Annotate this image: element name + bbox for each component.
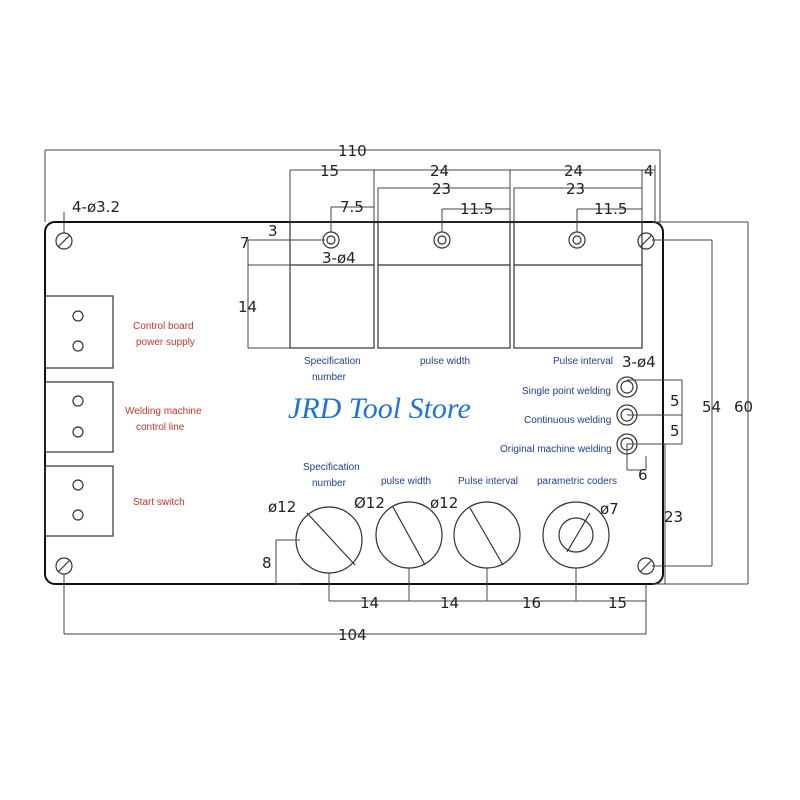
dim-11-5a: 11.5	[460, 200, 493, 218]
dim-24b: 24	[564, 162, 583, 180]
dim-knob1-dia: ø12	[268, 498, 296, 516]
terminal-label-power-2: power supply	[136, 337, 195, 348]
dim-23b: 23	[566, 180, 585, 198]
knob-label-spec-1: Specification	[303, 462, 360, 473]
dim-11-5b: 11.5	[594, 200, 627, 218]
display-label-spec-1: Specification	[304, 356, 361, 367]
dim-7-5: 7.5	[340, 198, 364, 216]
led-single-point	[616, 376, 638, 398]
terminal-label-control-1: Welding machine	[125, 406, 202, 417]
dim-54: 54	[702, 398, 721, 416]
dim-24a: 24	[430, 162, 449, 180]
dim-5a: 5	[670, 392, 680, 410]
dim-8: 8	[262, 554, 272, 572]
dim-4: 4	[644, 162, 654, 180]
dim-b16: 16	[522, 594, 541, 612]
led-label-original: Original machine welding	[500, 444, 612, 455]
display-label-spec-2: number	[312, 372, 347, 383]
dim-holes-right: 3-ø4	[622, 353, 656, 371]
dim-knob2-dia: Ø12	[354, 494, 385, 512]
terminal-block-start	[44, 465, 114, 537]
dim-mount-holes: 4-ø3.2	[72, 198, 120, 216]
display-labels: Specification number pulse width Pulse i…	[304, 356, 613, 383]
dim-knob4-dia: ø7	[600, 500, 619, 518]
knob-label-coder: parametric coders	[537, 476, 617, 487]
led-label-continuous: Continuous welding	[524, 415, 611, 426]
terminal-block-control	[44, 381, 114, 453]
dim-holes-top: 3-ø4	[322, 249, 356, 267]
led-labels: Single point welding Continuous welding …	[500, 386, 612, 455]
knob-label-spec-2: number	[312, 478, 347, 489]
dim-110: 110	[338, 142, 367, 160]
terminal-labels: Control board power supply Welding machi…	[125, 321, 202, 508]
dim-knob3-dia: ø12	[430, 494, 458, 512]
terminal-block-power	[44, 295, 114, 369]
dim-104: 104	[338, 626, 367, 644]
dim-b15: 15	[608, 594, 627, 612]
display-label-pulse-width: pulse width	[420, 356, 470, 367]
terminal-label-power-1: Control board	[133, 321, 194, 332]
display-label-pulse-interval: Pulse interval	[553, 356, 613, 367]
knob-labels: Specification number pulse width Pulse i…	[303, 462, 617, 489]
dim-23a: 23	[432, 180, 451, 198]
led-label-single: Single point welding	[522, 386, 611, 397]
knob-label-pulse-width: pulse width	[381, 476, 431, 487]
dim-23c: 23	[664, 508, 683, 526]
dim-15: 15	[320, 162, 339, 180]
knob-label-pulse-interval: Pulse interval	[458, 476, 518, 487]
terminal-label-control-2: control line	[136, 422, 185, 433]
dimension-labels: 110 4-ø3.2 15 24 24 4 23 23 7.5 11.5 11.…	[72, 142, 753, 644]
terminal-label-start: Start switch	[133, 497, 185, 508]
dimension-lines	[44, 149, 749, 635]
dim-3: 3	[268, 222, 278, 240]
dim-b14a: 14	[360, 594, 379, 612]
dim-7: 7	[240, 234, 250, 252]
display-pulse-interval	[513, 221, 643, 349]
dim-14: 14	[238, 298, 257, 316]
store-watermark: JRD Tool Store	[288, 392, 471, 425]
dim-6: 6	[638, 466, 648, 484]
dim-60: 60	[734, 398, 753, 416]
dim-b14b: 14	[440, 594, 459, 612]
dim-5b: 5	[670, 422, 680, 440]
